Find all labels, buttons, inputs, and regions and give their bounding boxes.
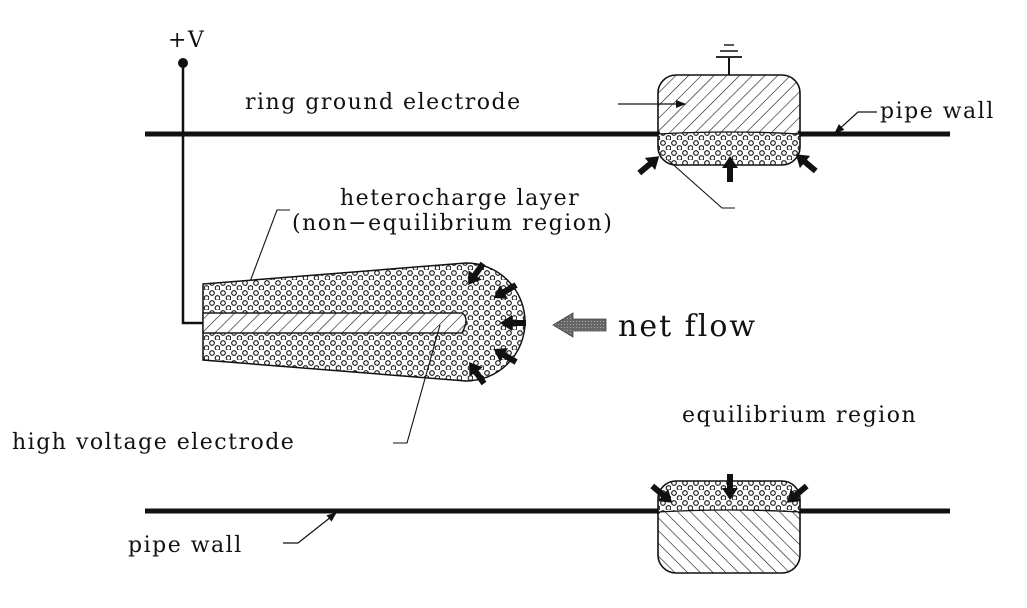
ring-ground-electrode-label: ring ground electrode (245, 90, 522, 115)
pipe-wall-top-label: pipe wall (880, 99, 995, 124)
high-voltage-electrode-leader (393, 324, 441, 444)
pipe-wall-top-leader (834, 111, 877, 134)
pipe-wall-bottom-label: pipe wall (128, 533, 243, 558)
ion-arrows-top-electrode (637, 154, 818, 182)
ion-arrows-hv-electrode (468, 261, 526, 386)
voltage-label: +V (168, 28, 205, 53)
high-voltage-electrode-label: high voltage electrode (12, 430, 295, 455)
ring-ground-electrode-top (657, 74, 801, 166)
heterocharge-leader-left (244, 209, 290, 296)
ground-symbol (716, 44, 742, 75)
heterocharge-label-line2: (non−equilibrium region) (292, 211, 613, 236)
heterocharge-label-line1: heterocharge layer (340, 186, 580, 211)
voltage-terminal (178, 58, 205, 325)
net-flow-arrow (552, 312, 607, 338)
ion-arrows-bottom-electrode (650, 474, 809, 503)
net-flow-label: net flow (618, 309, 757, 344)
high-voltage-electrode (202, 312, 467, 334)
heterocharge-leader-right (667, 159, 735, 209)
equilibrium-region-label: equilibrium region (682, 403, 917, 428)
pipe-wall-bottom-leader (283, 512, 337, 544)
